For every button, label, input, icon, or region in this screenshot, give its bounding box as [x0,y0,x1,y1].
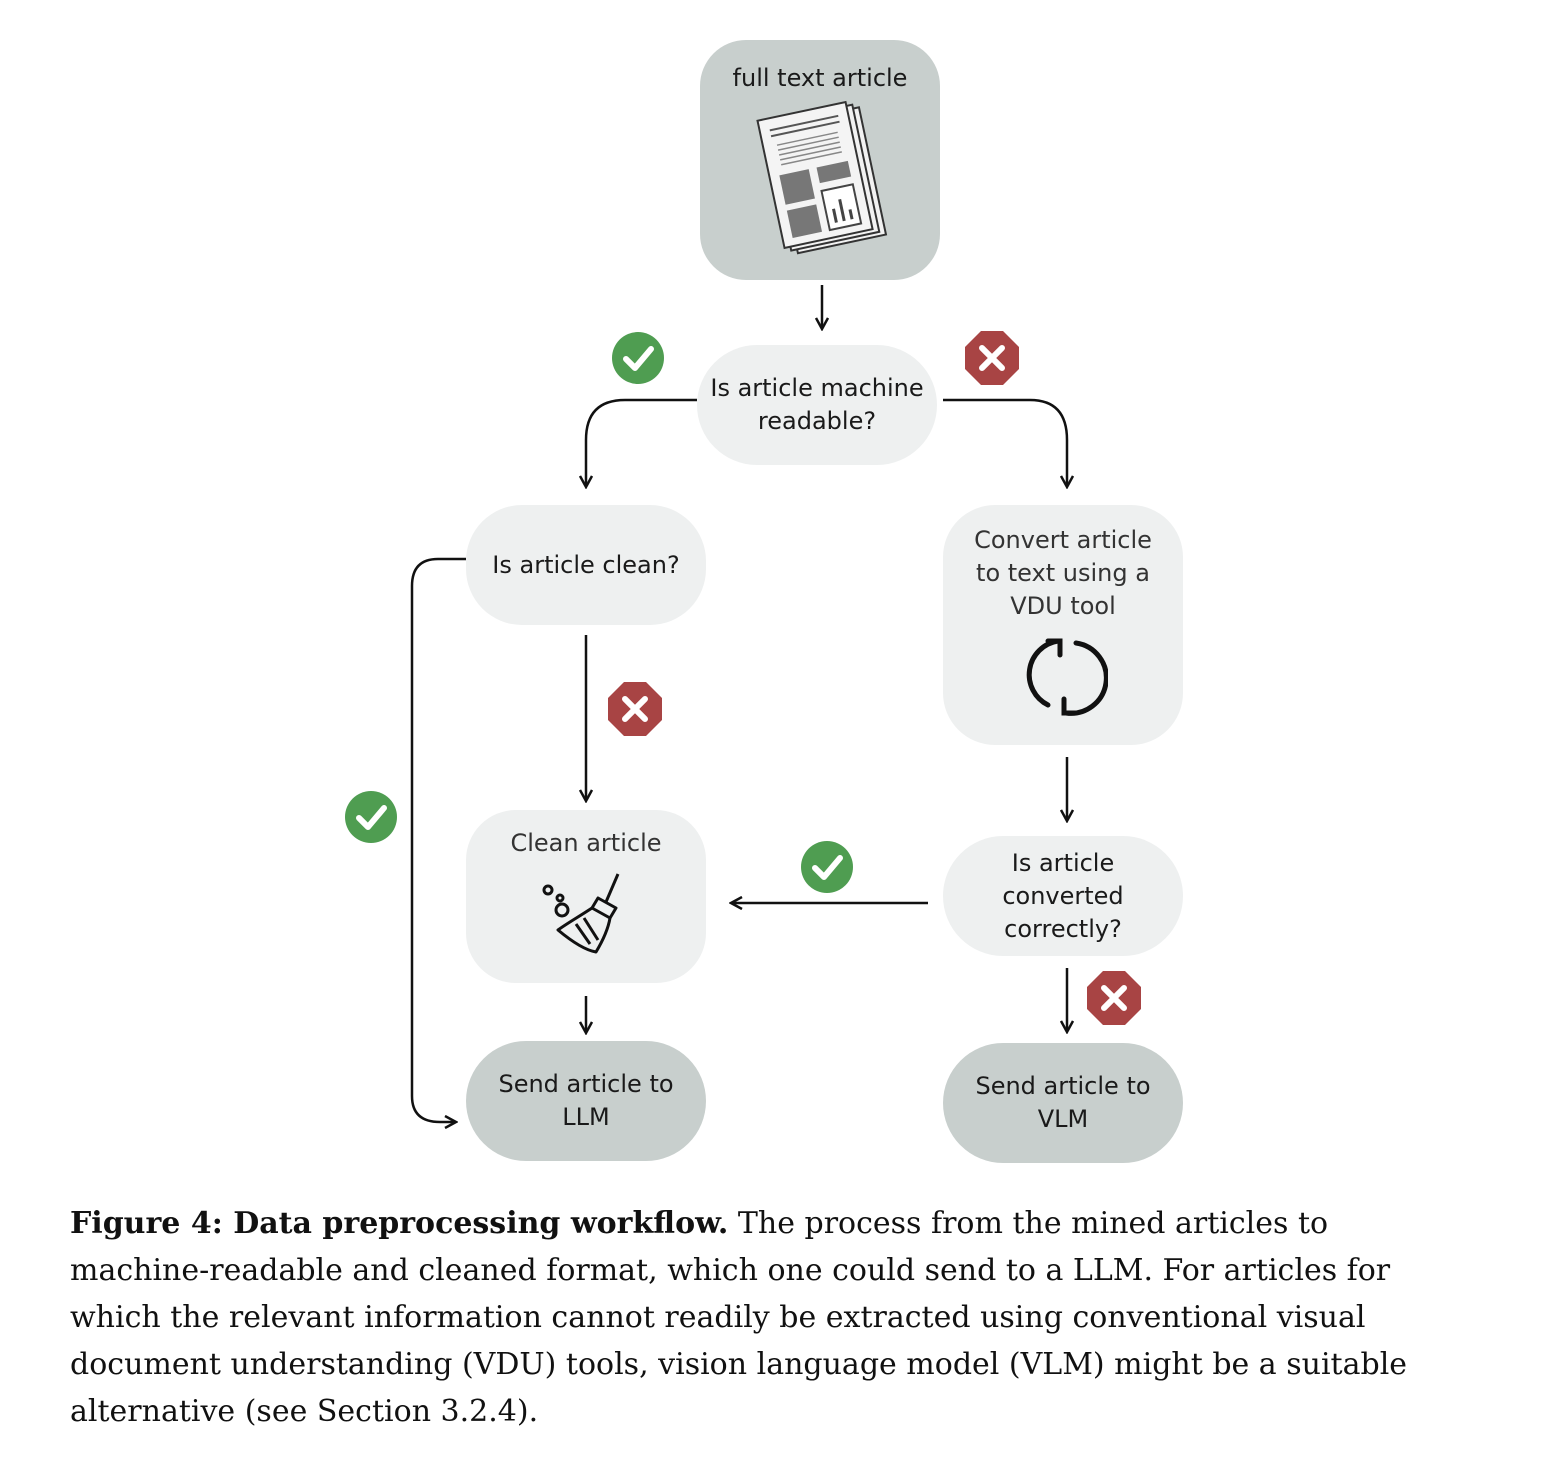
node-label: Is article clean? [492,550,680,579]
node-converted-question: Is article converted correctly? [943,836,1183,956]
node-label: Is article machine readable? [710,374,924,435]
node-send-vlm: Send article to VLM [943,1043,1183,1163]
x-octagon-icon [1087,971,1141,1025]
newspaper-icon [756,100,888,255]
check-circle-icon [612,332,664,384]
broom-icon [542,873,620,954]
node-send-llm: Send article to LLM [466,1041,706,1161]
node-label: Convert article to text using a VDU tool [974,526,1152,620]
node-clean-question: Is article clean? [466,505,706,625]
node-machine-readable-question: Is article machine readable? [697,345,937,465]
check-circle-icon [801,841,853,893]
node-label: Is article converted correctly? [1002,848,1124,943]
caption-label: Figure 4: Data preprocessing workflow. [70,1206,729,1241]
node-full-text-article: full text article [700,40,940,280]
arrow-clean-yes [410,557,466,1122]
arrow-readable-yes [586,398,697,486]
refresh-icon [1026,638,1108,716]
figure-caption: Figure 4: Data preprocessing workflow. T… [70,1200,1474,1435]
node-label: Send article to VLM [975,1072,1151,1133]
check-circle-icon [345,791,397,843]
caption-text: The process from the mined articles to m… [70,1206,1408,1429]
node-label: Clean article [510,829,662,857]
node-label: Send article to LLM [498,1070,674,1131]
node-convert-article: Convert article to text using a VDU tool [943,505,1183,745]
arrow-readable-no [943,398,1067,486]
node-clean-article: Clean article [466,810,706,983]
x-octagon-icon [965,331,1019,385]
x-octagon-icon [608,682,662,736]
workflow-diagram: full text article [345,40,1183,1163]
node-label: full text article [732,64,908,92]
